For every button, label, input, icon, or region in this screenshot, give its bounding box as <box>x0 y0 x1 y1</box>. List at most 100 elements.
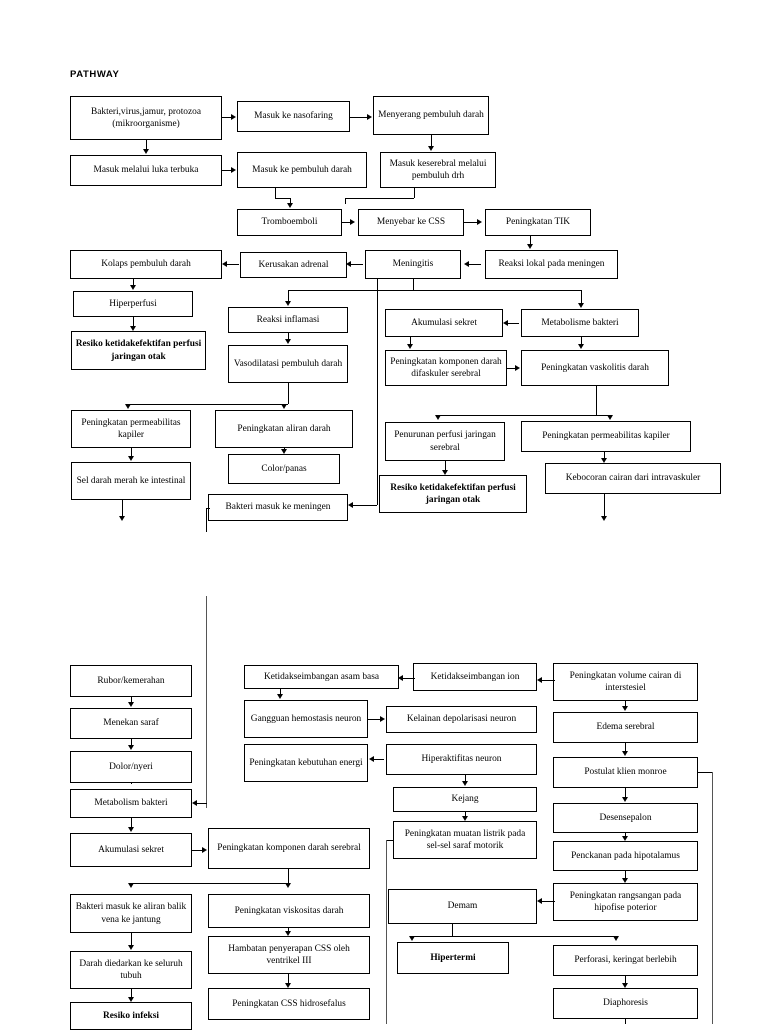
node-label: Perforasi, keringat berlebih <box>574 955 677 966</box>
node-reaksi-inflamasi[interactable]: Reaksi inflamasi <box>228 307 348 333</box>
node-hiperaktifitas-neuron[interactable]: Hiperaktifitas neuron <box>386 744 537 775</box>
arrowhead <box>127 827 134 832</box>
node-diaphoresis[interactable]: Diaphoresis <box>553 988 698 1019</box>
node-label: Darah diedarkan ke seluruh tubuh <box>79 958 183 981</box>
node-label: Peningkatan volume cairan di interstesie… <box>569 670 682 693</box>
node-kolaps-pembuluh-darah[interactable]: Kolaps pembuluh darah <box>70 250 222 279</box>
connector <box>345 198 414 199</box>
node-resiko-infeksi[interactable]: Resiko infeksi <box>70 1002 192 1030</box>
node-kerusakan-adrenal[interactable]: Kerusakan adrenal <box>240 252 347 278</box>
connector <box>352 505 377 506</box>
node-peningkatan-muatan-listrik[interactable]: Peningkatan muatan listrik pada sel-sel … <box>393 821 537 859</box>
connector <box>275 198 290 199</box>
node-label: Menyerang pembuluh darah <box>378 110 484 121</box>
node-label: Masuk ke nasofaring <box>254 111 333 122</box>
arrowhead <box>280 449 287 454</box>
node-peningkatan-rangsangan-hipofise[interactable]: Peningkatan rangsangan pada hipofise pot… <box>553 883 698 921</box>
connector <box>698 772 712 773</box>
node-label: Peningkatan kebutuhan energi <box>249 757 363 768</box>
node-menekan-saraf[interactable]: Menekan saraf <box>70 708 192 739</box>
node-hipertermi[interactable]: Hipertermi <box>397 942 509 974</box>
node-reaksi-lokal-pada-meningen[interactable]: Reaksi lokal pada meningen <box>485 250 618 279</box>
node-bakteri-virus-jamur-protozoa[interactable]: Bakteri,virus,jamur, protozoa (mikroorga… <box>70 96 222 140</box>
node-label: Peningkatan komponen darah serebral <box>217 843 361 854</box>
node-edema-serebral[interactable]: Edema serebral <box>553 712 698 743</box>
node-masuk-keserebral[interactable]: Masuk keserebral melalui pembuluh drh <box>380 152 496 188</box>
node-menyerang-pembuluh-darah[interactable]: Menyerang pembuluh darah <box>373 96 489 135</box>
node-penekanan-pada-hipotalamus[interactable]: Penckanan pada hipotalamus <box>553 841 698 871</box>
node-peningkatan-viskositas-darah[interactable]: Peningkatan viskositas darah <box>208 894 370 928</box>
arrowhead <box>129 285 136 290</box>
node-label: Peningkatan permeabilitas kapiler <box>81 417 181 440</box>
arrowhead <box>127 702 134 707</box>
node-metabolism-bakteri[interactable]: Metabolism bakteri <box>70 789 192 818</box>
node-color-panas[interactable]: Color/panas <box>228 454 340 484</box>
node-label: Akumulasi sekret <box>411 317 477 328</box>
node-bakteri-masuk-ke-meningen[interactable]: Bakteri masuk ke meningen <box>208 494 348 521</box>
node-label: Peningkatan muatan listrik pada sel-sel … <box>404 828 526 851</box>
node-menyebar-ke-css[interactable]: Menyebar ke CSS <box>358 209 464 236</box>
node-ketidakseimbangan-ion[interactable]: Ketidakseimbangan ion <box>413 663 537 691</box>
arrowhead <box>367 113 372 120</box>
arrowhead <box>380 715 385 722</box>
connector <box>288 290 581 291</box>
node-label: Menekan saraf <box>103 718 159 729</box>
node-label: Kolaps pembuluh darah <box>101 259 191 270</box>
connector <box>146 140 147 149</box>
node-label: Sel darah merah ke intestinal <box>76 475 186 486</box>
node-gangguan-hemostasis-neuron[interactable]: Gangguan hemostasis neuron <box>244 700 368 738</box>
node-akumulasi-sekret[interactable]: Akumulasi sekret <box>385 309 503 337</box>
node-sel-darah-merah-ke-intestinal[interactable]: Sel darah merah ke intestinal <box>71 462 191 500</box>
node-hambatan-penyerapan-css[interactable]: Hambatan penyerapan CSS oleh ventrikel I… <box>208 936 370 974</box>
connector <box>131 883 288 884</box>
node-label: Peningkatan aliran darah <box>237 423 331 434</box>
node-hiperperfusi[interactable]: Hiperperfusi <box>73 291 193 317</box>
node-label: Hiperaktifitas neuron <box>421 754 502 765</box>
node-peningkatan-komponen-darah-serebral[interactable]: Peningkatan komponen darah serebral <box>208 828 370 869</box>
node-akumulasi-sekret-2[interactable]: Akumulasi sekret <box>70 833 192 867</box>
node-tromboemboli[interactable]: Tromboemboli <box>237 209 342 236</box>
node-resiko-ketidakefektifan-perfusi-2[interactable]: Resiko ketidakefektifan perfusi jaringan… <box>379 475 527 513</box>
node-rubor-kemerahan[interactable]: Rubor/kemerahan <box>70 665 192 697</box>
node-label: Masuk melalui luka terbuka <box>93 165 199 176</box>
node-resiko-ketidakefektifan-perfusi-1[interactable]: Resiko ketidakefektifan perfusi jaringan… <box>71 331 206 370</box>
node-bakteri-masuk-aliran-balik-vena[interactable]: Bakteri masuk ke aliran balik vena ke ja… <box>70 894 192 933</box>
node-kebocoran-cairan-dari-intravaskuler[interactable]: Kebocoran cairan dari intravaskuler <box>545 463 721 494</box>
node-peningkatan-css-hidrosefalus[interactable]: Peningkatan CSS hidrosefalus <box>208 988 370 1020</box>
node-kelainan-depolarisasi-neuron[interactable]: Kelainan depolarisasi neuron <box>386 706 537 733</box>
connector <box>131 448 132 456</box>
node-perforasi-keringat-berlebih[interactable]: Perforasi, keringat berlebih <box>553 945 698 976</box>
node-peningkatan-tik[interactable]: Peningkatan TIK <box>485 209 591 236</box>
node-peningkatan-permeabilitas-kapiler-2[interactable]: Peningkatan permeabilitas kapiler <box>521 421 691 452</box>
node-masuk-melalui-luka-terbuka[interactable]: Masuk melalui luka terbuka <box>70 155 222 186</box>
node-postulat-klien-monroe[interactable]: Postulat klien monroe <box>553 757 698 788</box>
node-demam[interactable]: Demam <box>388 889 537 924</box>
node-penurunan-perfusi-jaringan-serebral[interactable]: Penurunan perfusi jaringan serebral <box>385 422 505 461</box>
connector <box>288 974 289 983</box>
connector <box>128 404 288 405</box>
node-kejang[interactable]: Kejang <box>393 787 537 812</box>
node-peningkatan-komponen-darah-difaskuler[interactable]: Peningkatan komponen darah difaskuler se… <box>385 350 507 386</box>
node-metabolisme-bakteri[interactable]: Metabolisme bakteri <box>521 309 639 337</box>
connector <box>206 508 210 509</box>
node-masuk-ke-nasofaring[interactable]: Masuk ke nasofaring <box>237 101 350 132</box>
node-masuk-ke-pembuluh-darah[interactable]: Masuk ke pembuluh darah <box>237 152 367 188</box>
connector <box>465 775 466 781</box>
arrowhead <box>606 415 613 420</box>
connector <box>625 833 626 836</box>
node-dolor-nyeri[interactable]: Dolor/nyeri <box>70 751 192 783</box>
node-desensepalon[interactable]: Desensepalon <box>553 803 698 833</box>
node-peningkatan-vaskolitis-darah[interactable]: Peningkatan vaskolitis darah <box>521 350 669 386</box>
node-label: Rubor/kemerahan <box>97 675 165 686</box>
arrowhead <box>231 166 236 173</box>
node-ketidakseimbangan-asam-basa[interactable]: Ketidakseimbangan asam basa <box>244 665 399 689</box>
node-peningkatan-permeabilitas-kapiler-1[interactable]: Peningkatan permeabilitas kapiler <box>71 410 191 448</box>
connector <box>431 135 432 146</box>
node-meningitis[interactable]: Meningitis <box>365 250 461 279</box>
node-label: Kejang <box>451 794 479 805</box>
node-vasodilatasi-pembuluh-darah[interactable]: Vasodilatasi pembuluh darah <box>228 345 348 383</box>
node-peningkatan-aliran-darah[interactable]: Peningkatan aliran darah <box>215 410 353 448</box>
node-peningkatan-kebutuhan-energi[interactable]: Peningkatan kebutuhan energi <box>244 744 368 782</box>
node-peningkatan-volume-cairan-interstesiel[interactable]: Peningkatan volume cairan di interstesie… <box>553 663 698 701</box>
node-darah-diedarkan-seluruh-tubuh[interactable]: Darah diedarkan ke seluruh tubuh <box>70 951 192 989</box>
